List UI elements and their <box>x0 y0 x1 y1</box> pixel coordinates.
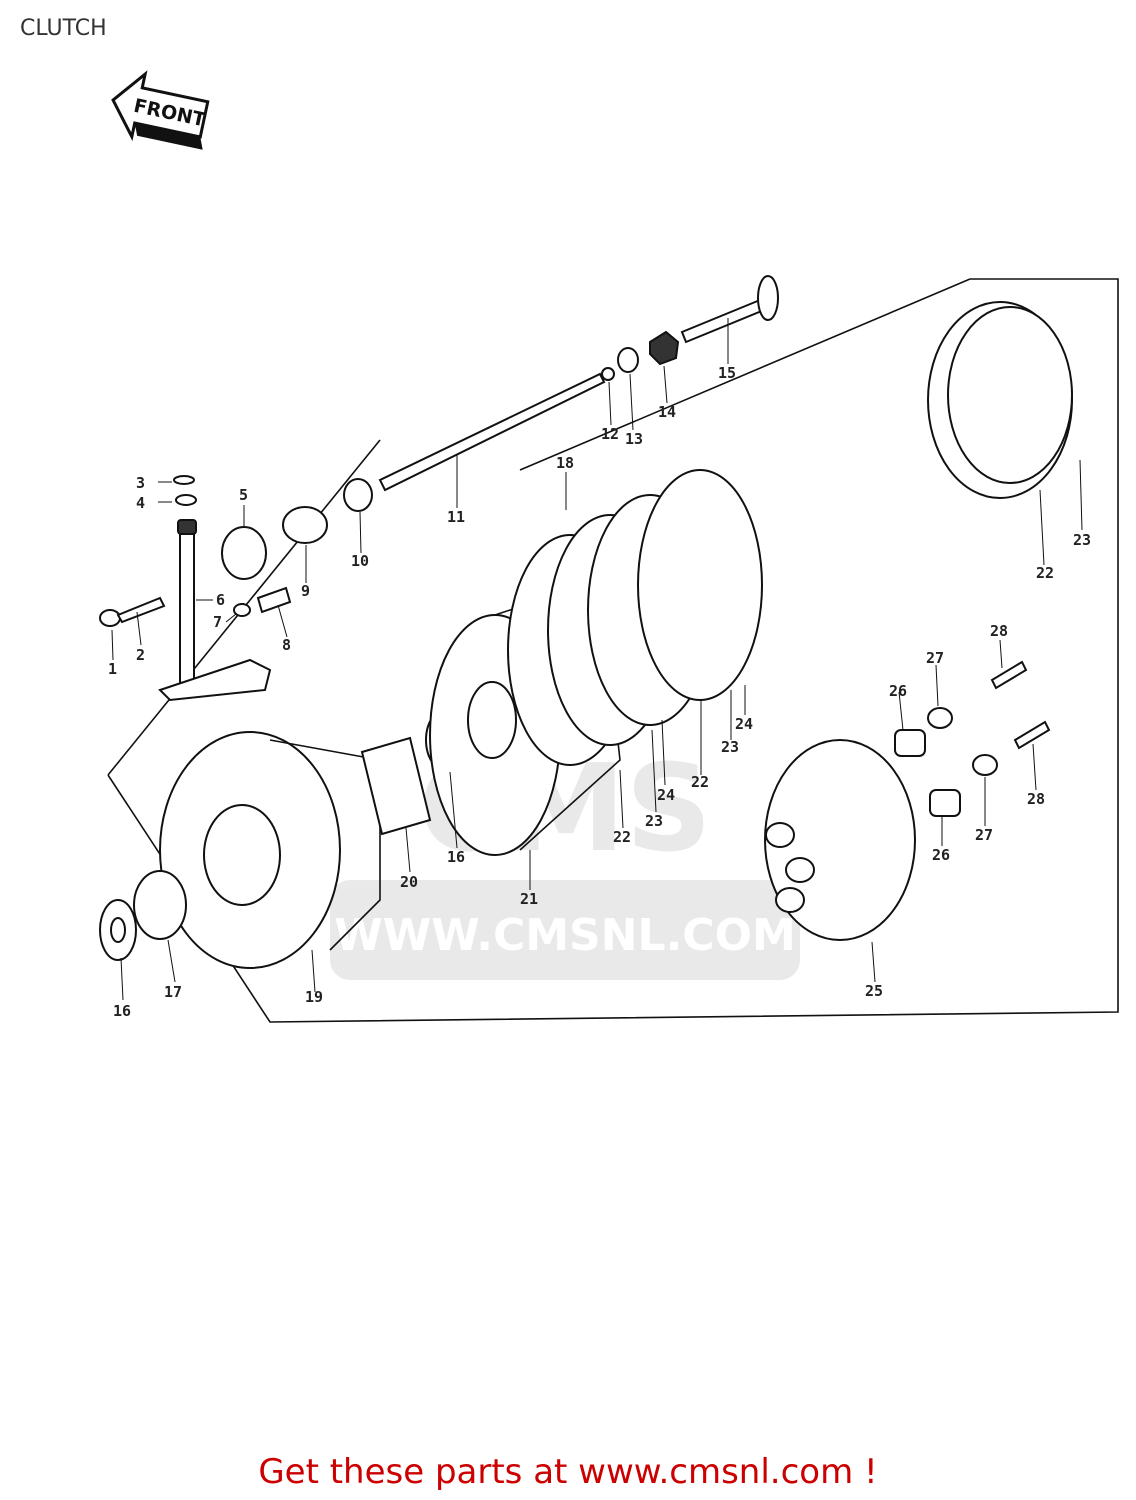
callout-6: 6 <box>216 591 225 609</box>
callout-17: 17 <box>164 983 182 1001</box>
callout-28-bottom: 28 <box>1027 790 1045 808</box>
callout-22-bottom: 22 <box>613 828 631 846</box>
release-mechanism <box>99 475 373 702</box>
callouts: 1 2 3 4 5 6 7 8 9 10 11 12 13 14 15 18 2… <box>108 364 1091 1020</box>
push-rod-assembly <box>378 275 779 492</box>
callout-7: 7 <box>213 613 222 631</box>
callout-24-right: 24 <box>735 715 753 733</box>
watermark-url: WWW.CMSNL.COM <box>334 910 796 961</box>
callout-15: 15 <box>718 364 736 382</box>
callout-10: 10 <box>351 552 369 570</box>
callout-20: 20 <box>400 873 418 891</box>
clutch-exploded-diagram: CMS WWW.CMSNL.COM FRONT <box>99 70 1119 1023</box>
callout-14: 14 <box>658 403 676 421</box>
callout-23-right: 23 <box>721 738 739 756</box>
callout-27-bottom: 27 <box>975 826 993 844</box>
callout-25: 25 <box>865 982 883 1000</box>
callout-28-top: 28 <box>990 622 1008 640</box>
callout-22-top: 22 <box>1036 564 1054 582</box>
callout-1: 1 <box>108 660 117 678</box>
callout-5: 5 <box>239 486 248 504</box>
callout-16-washer: 16 <box>113 1002 131 1020</box>
callout-13: 13 <box>625 430 643 448</box>
callout-12: 12 <box>601 425 619 443</box>
leader-lines <box>111 318 1083 1001</box>
callout-3: 3 <box>136 474 145 492</box>
callout-18: 18 <box>556 454 574 472</box>
callout-24-left: 24 <box>657 786 675 804</box>
callout-26-top: 26 <box>889 682 907 700</box>
callout-27-top: 27 <box>926 649 944 667</box>
callout-21: 21 <box>520 890 538 908</box>
callout-9: 9 <box>301 582 310 600</box>
callout-4: 4 <box>136 494 145 512</box>
clutch-plates <box>507 301 1073 766</box>
callout-26-bottom: 26 <box>932 846 950 864</box>
footer-link[interactable]: Get these parts at www.cmsnl.com ! <box>258 1452 878 1492</box>
front-arrow: FRONT <box>111 70 210 150</box>
callout-23-top: 23 <box>1073 531 1091 549</box>
callout-23-left: 23 <box>645 812 663 830</box>
callout-11: 11 <box>447 508 465 526</box>
callout-22-right: 22 <box>691 773 709 791</box>
callout-16-hub: 16 <box>447 848 465 866</box>
callout-19: 19 <box>305 988 323 1006</box>
pressure-plate-assembly <box>764 660 1051 941</box>
callout-2: 2 <box>136 646 145 664</box>
callout-8: 8 <box>282 636 291 654</box>
clutch-housing <box>99 731 381 969</box>
page-title: CLUTCH <box>20 16 107 41</box>
